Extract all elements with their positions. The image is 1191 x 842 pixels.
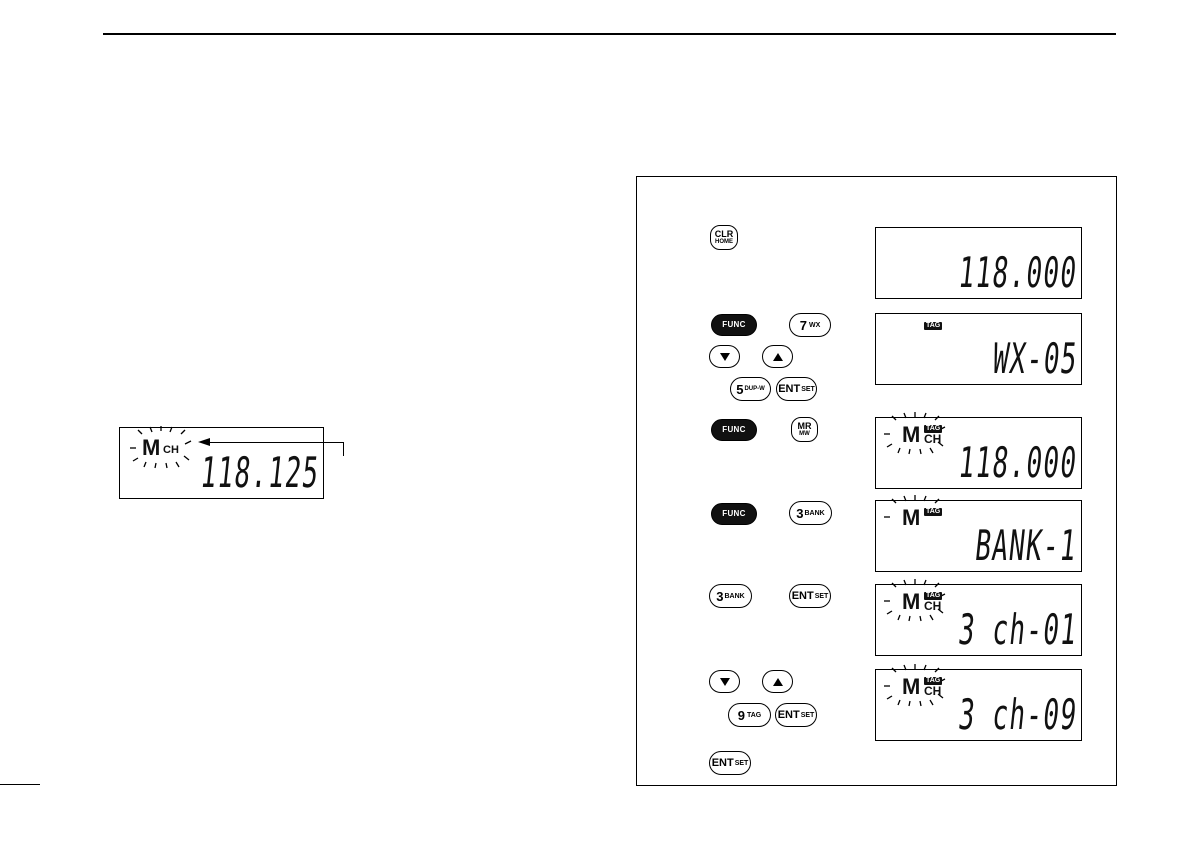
memory-m-indicator: M: [902, 589, 920, 615]
func-key[interactable]: FUNC: [711, 419, 757, 441]
memory-m-indicator: M: [142, 435, 160, 461]
lcd-main-text: 118.000: [957, 442, 1080, 484]
callout-vertical-line: [343, 442, 344, 456]
lcd-step-1: 118.000: [875, 227, 1082, 299]
lcd-step-3: M TAG CH 118.000: [875, 417, 1082, 489]
func-key[interactable]: FUNC: [711, 314, 757, 336]
memory-ch-indicator: CH: [924, 685, 941, 697]
page-number-rule: [0, 784, 40, 785]
triangle-up-icon: [773, 678, 783, 686]
lcd-main-text: 118.000: [957, 252, 1080, 294]
tag-indicator: TAG: [924, 508, 942, 516]
up-key[interactable]: [762, 670, 793, 693]
callout-arrowhead-icon: [198, 438, 210, 446]
memory-m-indicator: M: [902, 674, 920, 700]
down-key[interactable]: [709, 670, 740, 693]
down-key[interactable]: [709, 345, 740, 368]
example-lcd-display: M CH 118.125: [119, 427, 324, 499]
lcd-main-text: WX-05: [990, 338, 1079, 380]
memory-ch-indicator: CH: [163, 444, 179, 456]
triangle-up-icon: [773, 353, 783, 361]
lcd-main-text: 3 ch-01: [957, 609, 1080, 651]
memory-ch-indicator: CH: [924, 433, 941, 445]
lcd-step-2: TAG WX-05: [875, 313, 1082, 385]
lcd-main-text: BANK-1: [973, 525, 1079, 567]
up-key[interactable]: [762, 345, 793, 368]
func-key[interactable]: FUNC: [711, 503, 757, 525]
mr-mw-key[interactable]: MR MW: [791, 417, 818, 442]
header-rule: [103, 33, 1116, 35]
memory-m-indicator: M: [902, 505, 920, 531]
tag-indicator: TAG: [924, 322, 942, 330]
triangle-down-icon: [720, 678, 730, 686]
example-frequency: 118.125: [199, 452, 322, 494]
clr-home-key[interactable]: CLR HOME: [710, 225, 738, 250]
lcd-main-text: 3 ch-09: [957, 694, 1080, 736]
lcd-step-6: M TAG CH 3 ch-09: [875, 669, 1082, 741]
triangle-down-icon: [720, 353, 730, 361]
callout-leader-line: [207, 442, 343, 443]
lcd-step-5: M TAG CH 3 ch-01: [875, 584, 1082, 656]
lcd-step-4: M TAG BANK-1: [875, 500, 1082, 572]
memory-ch-indicator: CH: [924, 600, 941, 612]
memory-m-indicator: M: [902, 422, 920, 448]
